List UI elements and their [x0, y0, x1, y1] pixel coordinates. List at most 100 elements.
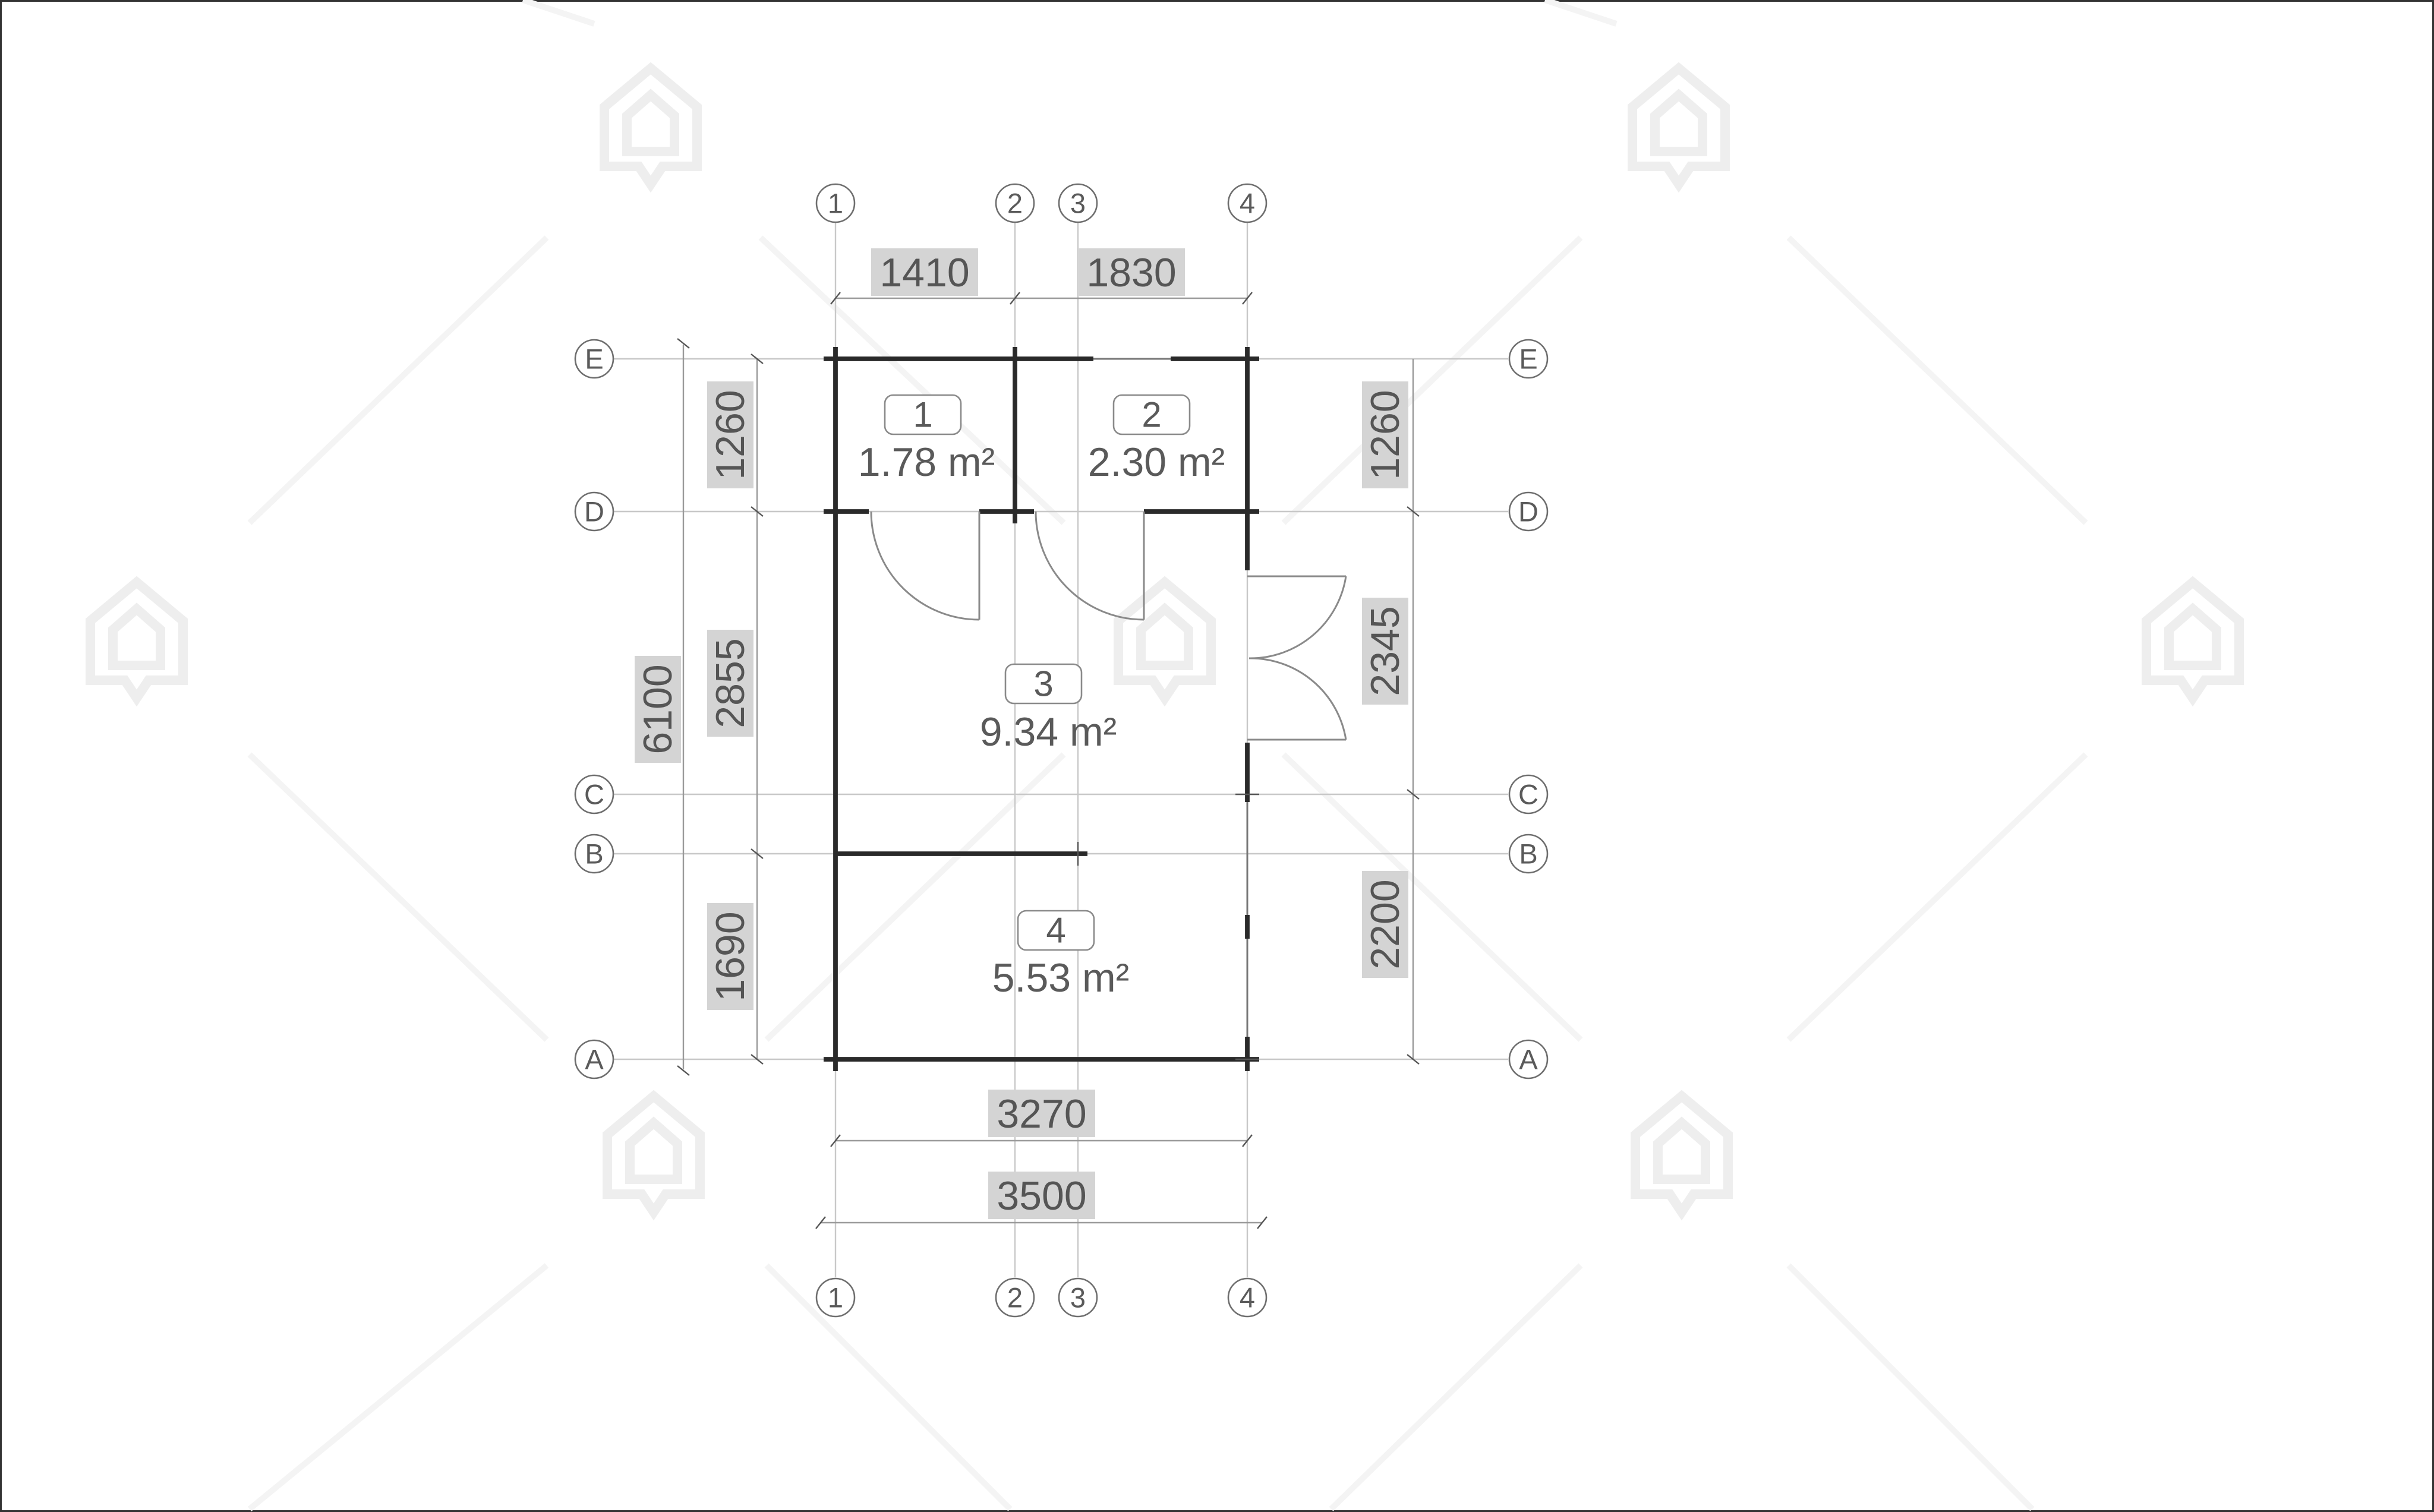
watermark-pattern [247, 0, 2088, 1511]
grid-bubble [1227, 1277, 1268, 1318]
grid-bubble [1508, 834, 1549, 874]
dimension-tick [830, 292, 841, 305]
dimension-tick [1242, 1134, 1253, 1147]
watermark-stroke [1281, 235, 1583, 525]
room-area: 9.34 m² [980, 709, 1117, 755]
dimension-tick [1242, 292, 1253, 305]
grid-label: 3 [1070, 188, 1086, 219]
grid-label: C [1518, 779, 1538, 810]
house-logo-icon [1632, 68, 1725, 184]
grid-bubble [574, 834, 614, 874]
grid-label: C [584, 779, 604, 810]
grid-label: E [585, 343, 603, 375]
dimension-tick [677, 338, 690, 349]
dimension-label: 2855 [708, 638, 753, 728]
grid-bubbles-left: E D C B A [574, 339, 614, 1079]
dimension-label-bg [1362, 598, 1408, 705]
grid-bubble [1508, 491, 1549, 532]
grid-bubble [1508, 1039, 1549, 1079]
dimension-label: 3270 [997, 1091, 1086, 1137]
grid-bubble [574, 339, 614, 379]
dimension-label: 1690 [708, 911, 753, 1001]
dimension-bottom: 3270 3500 [815, 1090, 1268, 1229]
dimension-tick [815, 1216, 826, 1229]
room-area: 1.78 m² [858, 440, 995, 485]
grid-bubble [815, 183, 856, 223]
watermark-stroke [1544, 0, 1618, 27]
grid-label: 2 [1007, 1282, 1023, 1314]
grid-label: 1 [828, 188, 843, 219]
watermark-stroke [247, 235, 549, 525]
room-number: 1 [913, 395, 932, 435]
watermark-stroke [522, 0, 595, 27]
dimension-label-bg [871, 248, 978, 296]
dimension-tick [1010, 292, 1020, 305]
dimension-tick [1407, 506, 1420, 517]
grid-bubbles-right: E D C B A [1508, 339, 1549, 1079]
dimension-label-bg [1362, 381, 1408, 488]
room-number: 4 [1046, 911, 1065, 951]
dimension-left: 6100 1260 2855 1690 [635, 338, 764, 1076]
dimension-label: 1260 [708, 390, 753, 479]
house-logo-icon [90, 582, 183, 698]
grid-bubble [995, 183, 1035, 223]
dimension-label-bg [1362, 871, 1408, 978]
dimension-label: 1260 [1363, 390, 1408, 479]
room-label-3: 3 9.34 m² [980, 663, 1117, 755]
dimension-label: 3500 [997, 1173, 1086, 1219]
grid-label: D [584, 496, 604, 528]
grid-bubbles-top: 1 2 3 4 [815, 183, 1268, 223]
grid-label: 3 [1070, 1282, 1086, 1314]
watermark-stroke [1786, 1263, 2035, 1511]
dimension-top: 1410 1830 [830, 248, 1253, 305]
watermark-stroke [1786, 752, 2088, 1042]
dimension-label-bg [988, 1090, 1095, 1137]
house-logo-icon [607, 1096, 700, 1212]
dimension-tick [751, 848, 764, 859]
room-area: 5.53 m² [992, 955, 1130, 1000]
dimension-label: 2200 [1363, 879, 1408, 969]
dimension-tick [751, 353, 764, 364]
watermark-stroke [1329, 1263, 1583, 1511]
grid-bubble [574, 774, 614, 815]
room-number-box [1017, 910, 1095, 951]
dimension-label-bg [707, 903, 753, 1010]
grid-label: E [1519, 343, 1537, 375]
door-swing [1035, 511, 1145, 621]
dimension-label: 6100 [635, 664, 680, 754]
room-number: 2 [1142, 395, 1161, 435]
room-number-box [1112, 394, 1191, 435]
dimension-tick [751, 506, 764, 517]
door-swing [870, 511, 980, 621]
grid-label: B [1519, 838, 1537, 870]
house-logo-icon [1635, 1096, 1728, 1212]
dimension-label-bg [988, 1172, 1095, 1219]
dimension-tick [1407, 1054, 1420, 1065]
dimension-tick [830, 1134, 841, 1147]
room-label-2: 2 2.30 m² [1088, 394, 1225, 485]
watermark-stroke [764, 1263, 1013, 1511]
dimension-label-bg [1078, 248, 1185, 296]
house-logo-icon [1118, 582, 1211, 698]
watermark-stroke [1786, 235, 2088, 525]
room-number: 3 [1033, 664, 1053, 704]
watermark-stroke [1281, 752, 1583, 1042]
dimension-label: 1830 [1086, 250, 1176, 295]
dimension-label-bg [707, 630, 753, 737]
grid-label: B [585, 838, 603, 870]
grid-label: A [1519, 1044, 1538, 1075]
dimension-tick [751, 1054, 764, 1065]
dimension-tick [1407, 789, 1420, 800]
grid-label: 2 [1007, 188, 1023, 219]
room-area: 2.30 m² [1088, 440, 1225, 485]
grid-label: 1 [828, 1282, 843, 1314]
room-label-4: 4 5.53 m² [992, 910, 1130, 1000]
walls [824, 347, 1259, 1071]
watermark-stroke [247, 1263, 549, 1511]
grid-bubble [815, 1277, 856, 1318]
grid-bubbles-bottom: 1 2 3 4 [815, 1277, 1268, 1318]
grid-label: 4 [1240, 1282, 1255, 1314]
watermark-logos [90, 68, 2239, 1212]
grid-bubble [1058, 183, 1098, 223]
